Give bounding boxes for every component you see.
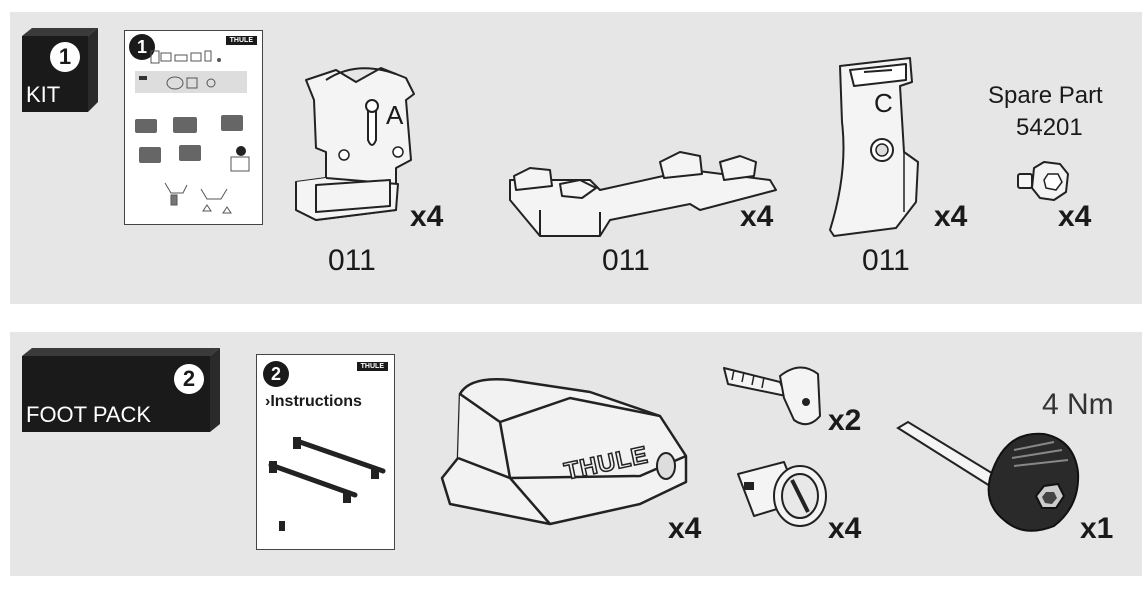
foot-pack-label: FOOT PACK bbox=[26, 402, 152, 427]
foot-qty: x4 bbox=[668, 512, 702, 545]
clip-c-code: 011 bbox=[862, 244, 910, 277]
foot-illustration bbox=[440, 378, 688, 526]
kit-instruction-sheet: 1 THULE bbox=[124, 30, 263, 225]
kit-label: KIT bbox=[26, 82, 61, 107]
base-plate-qty: x4 bbox=[740, 200, 774, 233]
clip-c-illustration bbox=[829, 57, 919, 237]
lock-cylinder-illustration bbox=[737, 461, 827, 527]
bracket-a-code: 011 bbox=[328, 244, 376, 277]
spare-screw-illustration bbox=[1017, 161, 1069, 201]
torque-tool-illustration bbox=[896, 420, 1080, 532]
base-plate-illustration bbox=[509, 151, 777, 237]
clip-c-letter: C bbox=[874, 88, 893, 118]
foot-pack-step-number: 2 bbox=[174, 364, 204, 394]
bracket-a-qty: x4 bbox=[410, 200, 444, 233]
bracket-a-illustration bbox=[295, 67, 415, 221]
foot-pack-doc-number: 2 bbox=[263, 361, 289, 387]
kit-step-number: 1 bbox=[50, 42, 80, 72]
torque-value: 4 Nm bbox=[1042, 388, 1114, 421]
torque-tool-qty: x1 bbox=[1080, 512, 1114, 545]
spare-screw-qty: x4 bbox=[1058, 200, 1092, 233]
clip-c-qty: x4 bbox=[934, 200, 968, 233]
base-plate-code: 011 bbox=[602, 244, 650, 277]
spare-part-number: 54201 bbox=[1016, 114, 1083, 141]
kit-doc-illustrations bbox=[135, 50, 250, 214]
key-qty: x2 bbox=[828, 404, 862, 437]
roof-bars-illustration bbox=[268, 437, 386, 531]
foot-pack-instruction-sheet: 2 THULE ›Instructions bbox=[256, 354, 395, 550]
lock-cylinder-qty: x4 bbox=[828, 512, 862, 545]
bracket-a-letter: A bbox=[386, 100, 404, 130]
key-illustration bbox=[723, 366, 821, 426]
kit-doc-brand: THULE bbox=[225, 36, 257, 45]
foot-pack-doc-brand: THULE bbox=[356, 362, 388, 371]
foot-pack-doc-title: ›Instructions bbox=[265, 393, 362, 410]
spare-part-title: Spare Part bbox=[988, 82, 1103, 109]
